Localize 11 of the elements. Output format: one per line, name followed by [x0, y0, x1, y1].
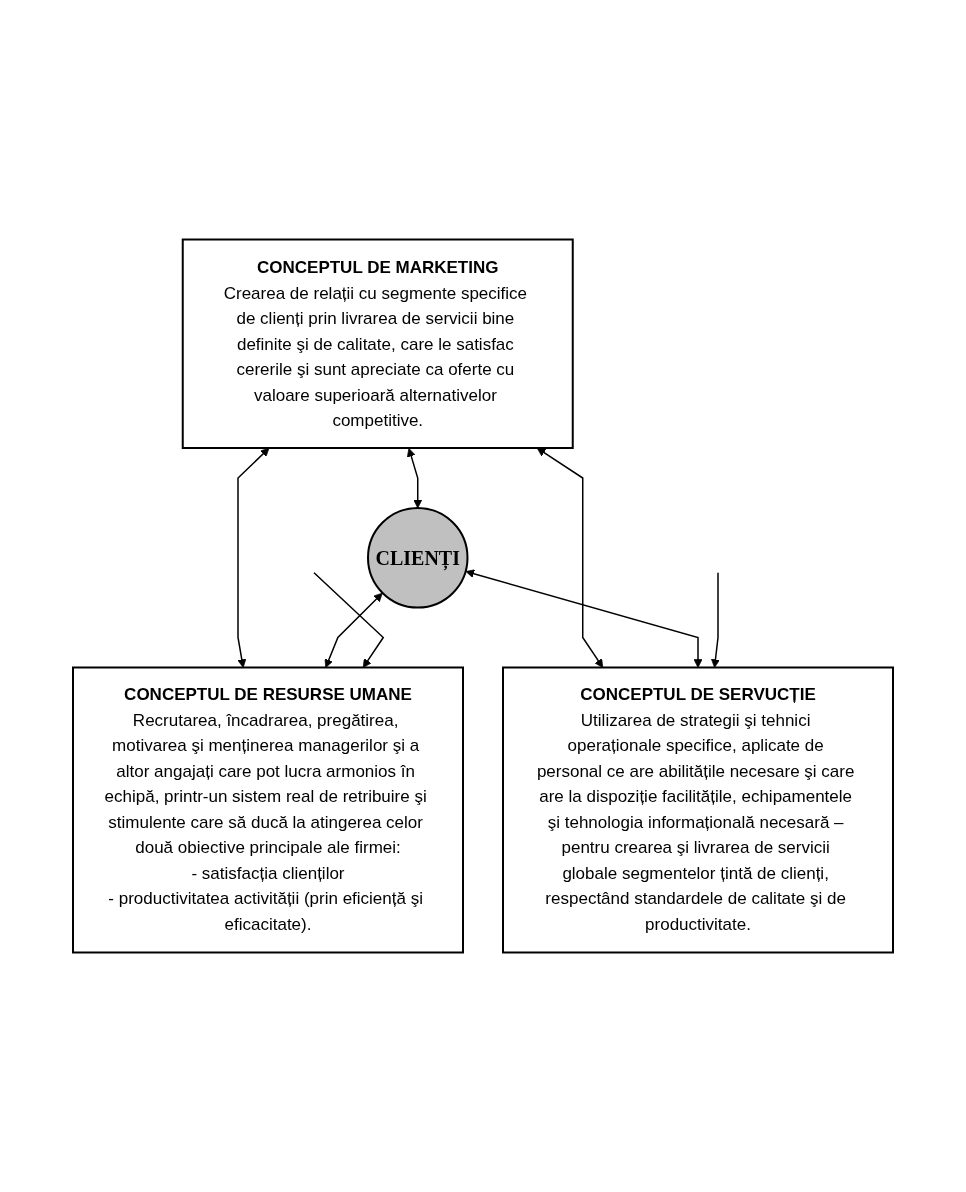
arrow	[711, 572, 720, 668]
arrow	[313, 572, 385, 668]
node-box: CONCEPTUL DE SERVUCȚIE Utilizarea de strategii şi tehnici operaționale specifice, aplicate de personal ce are abilitățile necesare şi care are la dispoziție facilitățile, echipamentele şi tehnologia informațională necesară – pentru crearea şi livrarea de servicii globale segmentelor țintă de clienți, respectând standardele de calitate şi de productivitate.	[502, 666, 894, 954]
node-box: CONCEPTUL DE MARKETING Crearea de relații cu segmente specifice de clienți prin livrarea de servicii bine definite şi de calitate, care le satisfac cererile şi sunt apreciate ca oferte cu valoare superioară alternativelor competitive.	[181, 238, 574, 449]
node-box: CONCEPTUL DE RESURSE UMANE Recrutarea, încadrarea, pregătirea, motivarea şi menținerea managerilor şi a altor angajați care pot lucra armonios în echipă, printr-un sistem real de retribuire şi stimulente care să ducă la atingerea celor două obiective principale ale firmei: - satisfacția clienților - productivitatea activității (prin eficiență şi eficacitate).	[72, 666, 464, 954]
node-circle: CLIENȚI	[367, 507, 469, 609]
arrow	[406, 448, 423, 509]
arrow	[324, 592, 383, 668]
arrow	[237, 447, 270, 668]
arrow	[536, 447, 604, 668]
arrow	[465, 569, 703, 668]
